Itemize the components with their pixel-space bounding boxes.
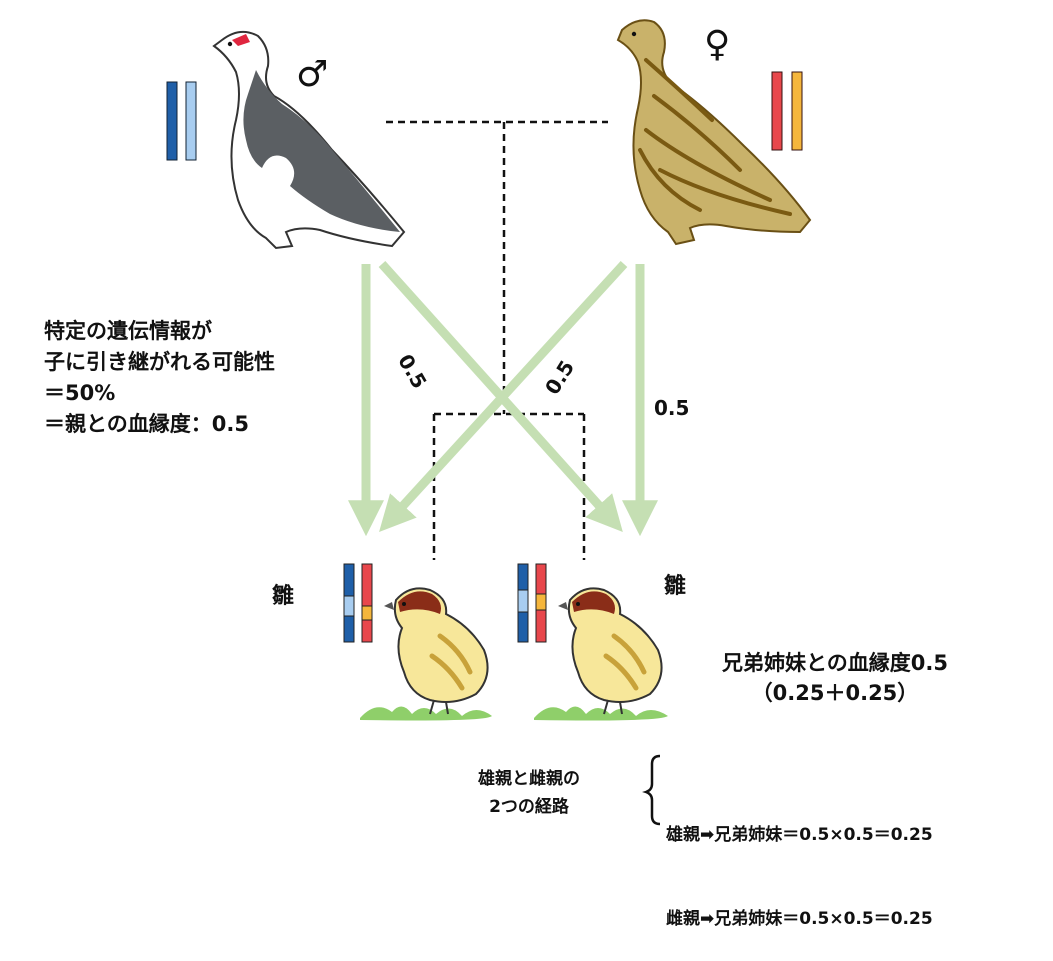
arrow-female-to-left-chick	[379, 260, 628, 532]
value-female-to-right-chick: 0.5	[654, 396, 690, 420]
kinship-diagram	[166, 19, 812, 826]
arrow-male-to-right-chick	[378, 260, 623, 533]
male-ptarmigan-illustration	[212, 30, 406, 250]
equation-male-path: 雄親➡兄弟姉妹＝0.5×0.5＝0.25	[666, 825, 933, 845]
relatedness-equations: 雄親➡兄弟姉妹＝0.5×0.5＝0.25 雌親➡兄弟姉妹＝0.5×0.5＝0.2…	[666, 765, 933, 961]
male-chromosomes	[166, 81, 197, 161]
sibling-relatedness-label: 兄弟姉妹との血縁度0.5 （0.25＋0.25）	[722, 651, 948, 705]
inheritance-arrows	[348, 260, 658, 537]
equations-bracket	[642, 754, 661, 826]
female-chromosomes	[771, 71, 803, 151]
equation-female-path: 雌親➡兄弟姉妹＝0.5×0.5＝0.25	[666, 909, 933, 929]
right-chick-label: 雛	[664, 574, 687, 599]
male-symbol: ♂	[296, 54, 329, 95]
female-ptarmigan-illustration	[616, 19, 812, 246]
two-paths-label: 雄親と雌親の 2つの経路	[478, 769, 580, 817]
left-chick-label: 雛	[272, 584, 295, 609]
right-chick-illustration	[534, 587, 668, 721]
left-chick-illustration	[360, 587, 492, 721]
right-chick-chromosomes	[517, 563, 547, 643]
female-symbol: ♀	[704, 24, 731, 65]
inheritance-description: 特定の遺伝情報が 子に引き継がれる可能性 ＝50% ＝親との血縁度：0.5	[44, 319, 275, 436]
left-chick-chromosomes	[343, 563, 373, 643]
